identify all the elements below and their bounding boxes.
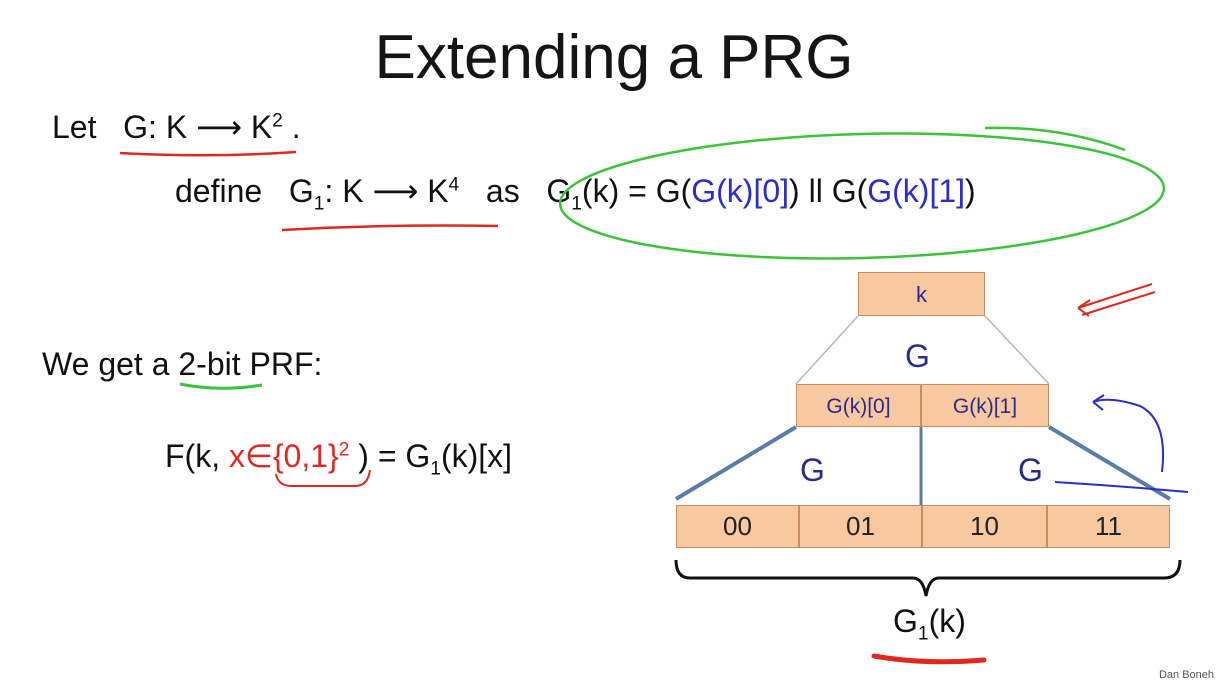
slide-title: Extending a PRG [374,23,854,92]
green-ellipse [558,132,1166,260]
prf-statement: We get a 2-bit PRF: [42,346,322,383]
g1k-label: G1(k) [893,603,966,645]
red-underline-g1k [871,653,987,665]
root-key-box: k [858,272,985,316]
g1-def-concat: ) ll G( [789,173,868,209]
prf-rest: PRF: [240,346,323,382]
g-right-label: G [1018,452,1043,488]
g1-def-close: ) [965,173,976,209]
g1-exponent: 4 [448,174,460,196]
g-signature: G: K ⟶ K [123,109,273,145]
g-top-label: G [905,338,930,374]
let-period: . [291,109,301,145]
g-exponent: 2 [272,110,283,132]
let-statement: Let G: K ⟶ K2 . [52,108,301,146]
prf-lead: We get a [42,346,179,382]
g-left-label: G [800,452,825,488]
g1k-rest: (k) [928,603,966,639]
leaf-00-box: 00 [676,505,799,548]
g1-def-right-term: G(k)[1] [867,173,966,209]
prf-formula-sub: 1 [430,458,441,480]
leaf-11-box: 11 [1047,505,1170,548]
red-underline-g1 [281,224,499,232]
prf-formula: F(k, x∈{0,1}2 ) = G1(k)[x] [165,437,512,480]
as-word: as [485,173,520,209]
g1-signature: : K ⟶ K [324,173,449,209]
leaf-10-box: 10 [922,505,1047,548]
let-word: Let [52,109,97,145]
g1-subscript: 1 [313,193,325,215]
mid-left-box: G(k)[0] [796,384,921,427]
prf-formula-domain: x∈{0,1} [228,438,339,474]
prf-formula-domain-exp: 2 [338,439,350,461]
blue-arrow [1054,394,1189,493]
g1-def-subscript: 1 [571,193,582,215]
leaf-01-box: 01 [799,505,922,548]
define-word: define [175,173,263,209]
prf-formula-post-b: (k)[x] [440,438,513,474]
prf-formula-post-a: ) = G [349,438,431,474]
red-brace-domain [275,469,371,487]
g1-name: G [288,173,314,209]
green-tail [984,126,1126,152]
author-credit: Dan Boneh [1158,669,1214,681]
g1-def-left-term: G(k)[0] [691,173,790,209]
mid-right-box: G(k)[1] [921,384,1049,427]
red-arrow [1077,283,1156,317]
g1k-name: G [893,603,918,639]
define-statement: define G1: K ⟶ K4 as G1(k) = G(G(k)[0]) … [175,172,976,215]
g1k-sub: 1 [917,623,929,645]
prf-formula-pre: F(k, [165,438,229,474]
prf-2bit: 2-bit [178,346,241,382]
green-underline-2bit [179,382,263,390]
red-underline-g [119,150,297,157]
g1-def-k: (k) = G( [581,173,692,209]
